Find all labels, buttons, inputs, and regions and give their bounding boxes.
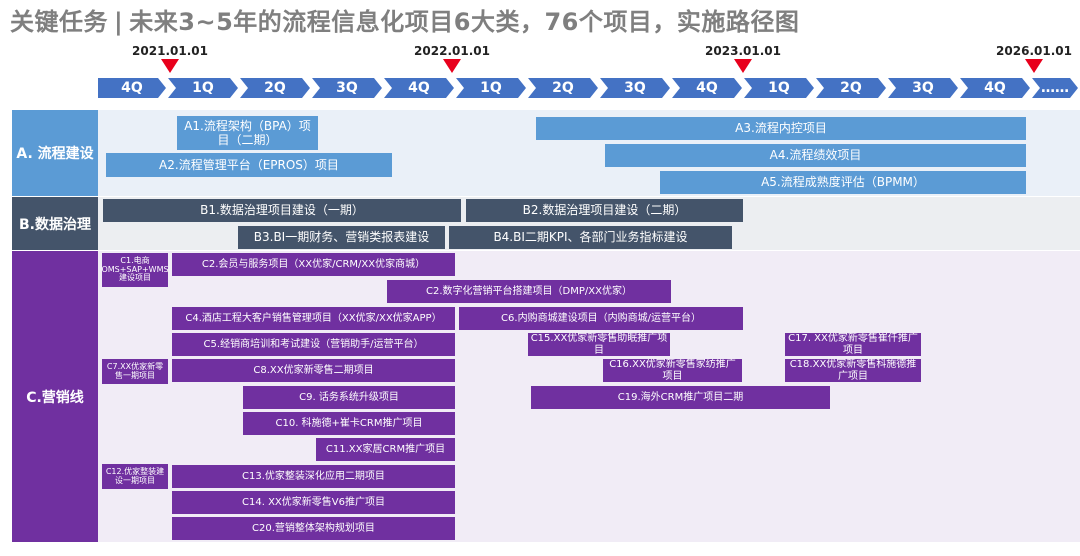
quarter-chevron: 3Q: [312, 78, 382, 98]
project-bar-c11: C11.XX家居CRM推广项目: [316, 438, 455, 461]
quarter-chevron: 1Q: [456, 78, 526, 98]
marker-triangle-icon: [734, 59, 752, 73]
project-bar-a5: A5.流程成熟度评估（BPMM）: [660, 171, 1026, 194]
section-a-label: A. 流程建设: [12, 110, 98, 196]
quarter-chevron: 2Q: [816, 78, 886, 98]
quarter-chevron-more: ……: [1032, 78, 1078, 98]
project-bar-c8: C8.XX优家新零售二期项目: [172, 359, 455, 382]
timeline-date-2022: 2022.01.01: [414, 44, 490, 58]
section-b-label: B.数据治理: [12, 197, 98, 250]
project-bar-c13: C13.优家整装深化应用二期项目: [172, 465, 455, 488]
quarter-chevron: 3Q: [888, 78, 958, 98]
quarter-chevron: 4Q: [672, 78, 742, 98]
marker-triangle-icon: [1025, 59, 1043, 73]
project-bar-b4: B4.BI二期KPI、各部门业务指标建设: [449, 226, 732, 249]
page-title: 关键任务|未来3~5年的流程信息化项目6大类，76个项目，实施路径图: [10, 2, 799, 37]
project-bar-a1: A1.流程架构（BPA）项目（二期）: [177, 116, 318, 150]
quarter-chevron: 1Q: [168, 78, 238, 98]
project-bar-c15: C15.XX优家新零售助眠推广项目: [528, 333, 670, 356]
timeline-date-2023: 2023.01.01: [705, 44, 781, 58]
quarter-chevron: 4Q: [384, 78, 454, 98]
quarter-chevron: 2Q: [240, 78, 310, 98]
project-bar-c19: C19.海外CRM推广项目二期: [531, 386, 830, 409]
title-part2: 未来3~5年的流程信息化项目6大类，76个项目，实施路径图: [129, 8, 800, 36]
title-separator: |: [114, 8, 124, 36]
project-bar-c6: C6.内购商城建设项目（内购商城/运营平台）: [459, 307, 743, 330]
project-bar-c17: C17. XX优家新零售崔仟推广项目: [785, 333, 921, 356]
quarter-chevron: 2Q: [528, 78, 598, 98]
project-bar-c12: C12.优家整装建设一期项目: [102, 464, 168, 489]
project-bar-c5: C5.经销商培训和考试建设（营销助手/运营平台）: [172, 333, 455, 356]
title-part1: 关键任务: [10, 8, 108, 36]
project-bar-c16: C16.XX优家新零售家纺推广项目: [603, 359, 742, 382]
marker-triangle-icon: [161, 59, 179, 73]
project-bar-c10: C10. 科施德+崔卡CRM推广项目: [243, 412, 455, 435]
quarter-chevron: 1Q: [744, 78, 814, 98]
project-bar-c2-member: C2.会员与服务项目（XX优家/CRM/XX优家商城）: [172, 253, 455, 276]
project-bar-c18: C18.XX优家新零售科施德推广项目: [785, 359, 921, 382]
quarter-chevron: 3Q: [600, 78, 670, 98]
timeline-date-2026: 2026.01.01: [996, 44, 1072, 58]
project-bar-b1: B1.数据治理项目建设（一期）: [103, 199, 461, 222]
project-bar-a2: A2.流程管理平台（EPROS）项目: [106, 153, 392, 177]
quarter-chevron: 4Q: [98, 78, 166, 98]
project-bar-c7: C7.XX优家新零售一期项目: [102, 359, 168, 384]
project-bar-c9: C9. 话务系统升级项目: [243, 386, 455, 409]
project-bar-a3: A3.流程内控项目: [536, 117, 1026, 140]
project-bar-c1: C1.电商OMS+SAP+WMS建设项目: [102, 253, 168, 287]
timeline-date-2021: 2021.01.01: [132, 44, 208, 58]
quarter-chevron: 4Q: [960, 78, 1030, 98]
project-bar-a4: A4.流程绩效项目: [605, 144, 1026, 167]
marker-triangle-icon: [443, 59, 461, 73]
project-bar-c2-digital: C2.数字化营销平台搭建项目（DMP/XX优家）: [387, 280, 671, 303]
project-bar-b3: B3.BI一期财务、营销类报表建设: [238, 226, 445, 249]
project-bar-c20: C20.营销整体架构规划项目: [172, 517, 455, 540]
project-bar-c4: C4.酒店工程大客户销售管理项目（XX优家/XX优家APP）: [172, 307, 455, 330]
section-c-label: C.营销线: [12, 251, 98, 542]
project-bar-c14: C14. XX优家新零售V6推广项目: [172, 491, 455, 514]
project-bar-b2: B2.数据治理项目建设（二期）: [466, 199, 743, 222]
